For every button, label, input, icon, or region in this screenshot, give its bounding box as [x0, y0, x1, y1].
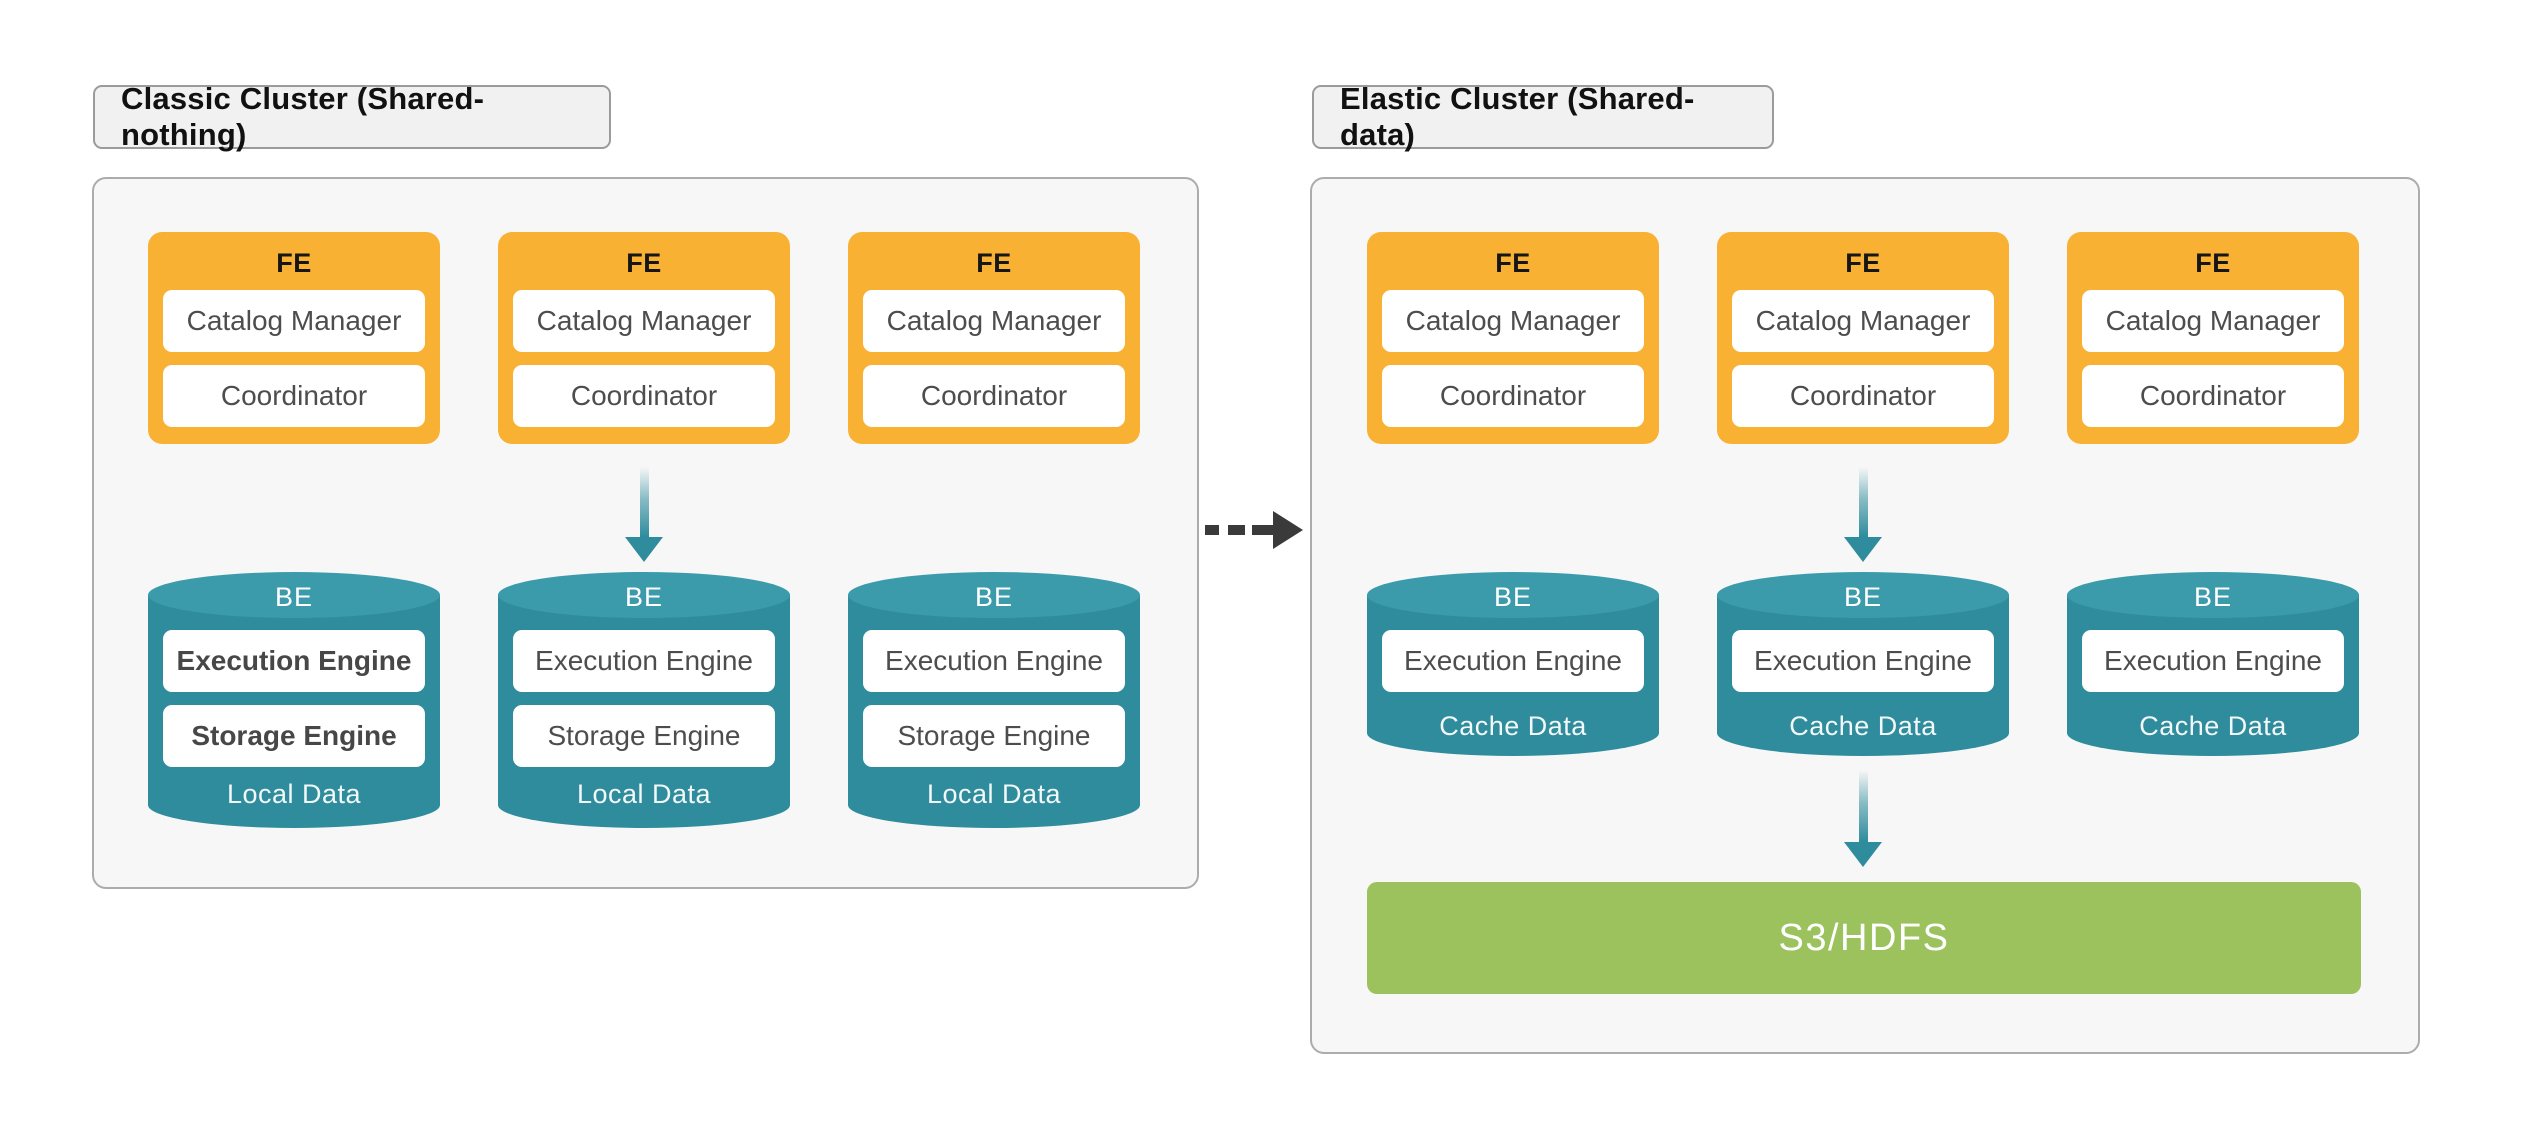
fe-component-catalog-manager: Catalog Manager	[863, 290, 1125, 352]
shared-storage-node: S3/HDFS	[1367, 882, 2361, 994]
be-title: BE	[1493, 582, 1533, 612]
fe-component-catalog-manager: Catalog Manager	[1732, 290, 1994, 352]
be-data-label: Local Data	[926, 779, 1062, 809]
fe-title: FE	[276, 247, 312, 278]
be-title: BE	[974, 582, 1014, 612]
fe-component-coordinator: Coordinator	[2082, 365, 2344, 427]
be-title: BE	[1843, 582, 1883, 612]
be-node: BE Execution Engine Storage Engine Local…	[498, 572, 790, 828]
be-title: BE	[2193, 582, 2233, 612]
be-component-storage-engine: Storage Engine	[163, 705, 425, 767]
be-component-execution-engine: Execution Engine	[1732, 630, 1994, 692]
cylinder-bottom	[1717, 710, 2009, 756]
be-node: BE Execution Engine Cache Data	[1717, 572, 2009, 756]
be-node: BE Execution Engine Storage Engine Local…	[148, 572, 440, 828]
fe-title: FE	[626, 247, 662, 278]
be-title: BE	[274, 582, 314, 612]
fe-node: FE Catalog Manager Coordinator	[2067, 232, 2359, 444]
be-node: BE Execution Engine Storage Engine Local…	[848, 572, 1140, 828]
fe-component-catalog-manager: Catalog Manager	[163, 290, 425, 352]
cylinder-top	[2067, 572, 2359, 618]
elastic-cluster-title-text: Elastic Cluster (Shared-data)	[1340, 81, 1695, 152]
fe-node: FE Catalog Manager Coordinator	[148, 232, 440, 444]
cylinder-top	[148, 572, 440, 618]
cylinder-bottom	[498, 782, 790, 828]
fe-node: FE Catalog Manager Coordinator	[498, 232, 790, 444]
elastic-cluster-title: Elastic Cluster (Shared-data)	[1312, 81, 1774, 152]
fe-component-catalog-manager: Catalog Manager	[513, 290, 775, 352]
cylinder-bottom	[148, 782, 440, 828]
cylinder-top	[1717, 572, 2009, 618]
be-node: BE Execution Engine Cache Data	[1367, 572, 1659, 756]
cylinder-bottom	[2067, 710, 2359, 756]
be-component-execution-engine: Execution Engine	[1382, 630, 1644, 692]
cylinder-top	[848, 572, 1140, 618]
fe-component-coordinator: Coordinator	[1382, 365, 1644, 427]
cylinder-bottom	[1367, 710, 1659, 756]
fe-title: FE	[2195, 247, 2231, 278]
fe-title: FE	[976, 247, 1012, 278]
be-component-execution-engine: Execution Engine	[863, 630, 1125, 692]
be-data-label: Local Data	[576, 779, 712, 809]
be-data-label: Cache Data	[2139, 711, 2287, 741]
be-data-label: Cache Data	[1789, 711, 1937, 741]
be-component-storage-engine: Storage Engine	[863, 705, 1125, 767]
fe-title: FE	[1495, 247, 1531, 278]
cylinder-bottom	[848, 782, 1140, 828]
be-component-execution-engine: Execution Engine	[163, 630, 425, 692]
be-data-label: Cache Data	[1439, 711, 1587, 741]
fe-component-coordinator: Coordinator	[513, 365, 775, 427]
fe-component-catalog-manager: Catalog Manager	[2082, 290, 2344, 352]
be-component-storage-engine: Storage Engine	[513, 705, 775, 767]
fe-node: FE Catalog Manager Coordinator	[1367, 232, 1659, 444]
down-arrow-icon	[625, 467, 663, 562]
be-data-label: Local Data	[226, 779, 362, 809]
down-arrow-icon	[1844, 770, 1882, 867]
be-node: BE Execution Engine Cache Data	[2067, 572, 2359, 756]
classic-cluster-title: Classic Cluster (Shared-nothing)	[93, 81, 611, 152]
be-component-execution-engine: Execution Engine	[513, 630, 775, 692]
shared-storage-label: S3/HDFS	[1778, 916, 1950, 959]
fe-component-coordinator: Coordinator	[1732, 365, 1994, 427]
be-title: BE	[624, 582, 664, 612]
fe-node: FE Catalog Manager Coordinator	[848, 232, 1140, 444]
classic-cluster-title-text: Classic Cluster (Shared-nothing)	[121, 81, 485, 152]
fe-node: FE Catalog Manager Coordinator	[1717, 232, 2009, 444]
be-component-execution-engine: Execution Engine	[2082, 630, 2344, 692]
fe-title: FE	[1845, 247, 1881, 278]
transform-arrow-icon	[1205, 508, 1305, 552]
fe-component-coordinator: Coordinator	[163, 365, 425, 427]
cylinder-top	[1367, 572, 1659, 618]
cylinder-top	[498, 572, 790, 618]
fe-component-coordinator: Coordinator	[863, 365, 1125, 427]
fe-component-catalog-manager: Catalog Manager	[1382, 290, 1644, 352]
down-arrow-icon	[1844, 467, 1882, 562]
